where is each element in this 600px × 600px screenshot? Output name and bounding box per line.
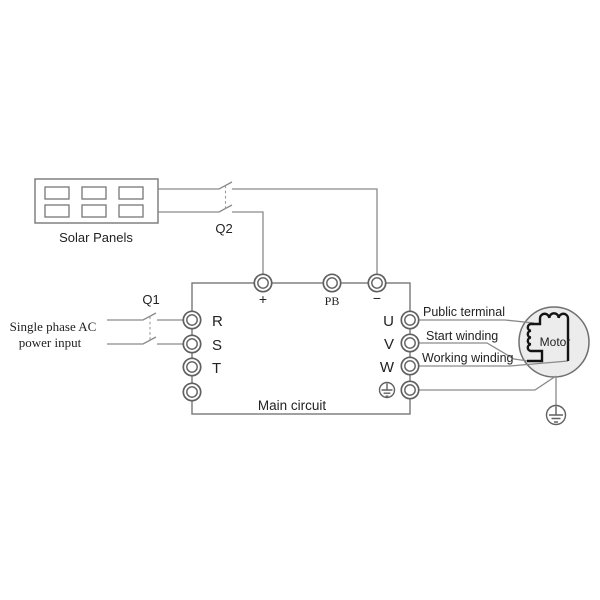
terminal-pb <box>322 273 342 293</box>
ground-wire <box>410 375 557 406</box>
start-winding-label: Start winding <box>426 329 498 343</box>
terminals <box>182 273 420 402</box>
v-label: V <box>384 336 394 353</box>
protective-earth-icon-motor <box>545 404 567 426</box>
motor-label: Motor <box>540 335 571 349</box>
terminal-minus <box>367 273 387 293</box>
r-label: R <box>212 313 223 330</box>
dc-wiring: Q2 <box>158 181 378 283</box>
dc-wire-to-minus-terminal <box>232 188 378 283</box>
solar-panel-array: Solar Panels <box>34 178 159 245</box>
terminal-u <box>400 310 420 330</box>
solar-cell <box>118 186 144 200</box>
solar-cell <box>44 204 70 218</box>
public-terminal-label: Public terminal <box>423 305 505 319</box>
terminal-v <box>400 333 420 353</box>
solar-cell <box>44 186 70 200</box>
working-winding-wire <box>410 360 569 367</box>
t-label: T <box>212 360 221 377</box>
u-label: U <box>383 313 394 330</box>
ac-input: Single phase AC power input Q1 <box>10 292 192 350</box>
pb-label: PB <box>325 294 340 308</box>
dc-wire-to-plus-terminal <box>232 211 264 283</box>
terminal-w <box>400 356 420 376</box>
public-terminal-wire <box>410 319 535 324</box>
s-label: S <box>212 337 222 354</box>
q1-label: Q1 <box>142 292 159 307</box>
solar-cell <box>118 204 144 218</box>
ac-input-line1: Single phase AC <box>10 319 97 334</box>
terminal-ground-right <box>400 380 420 400</box>
output-wiring <box>410 319 569 406</box>
protective-earth-icon-small <box>378 381 396 399</box>
terminal-s <box>182 334 202 354</box>
terminal-plus <box>253 273 273 293</box>
plus-label: + <box>259 291 267 307</box>
solar-cell <box>81 186 107 200</box>
solar-panel-frame <box>34 178 159 224</box>
output-labels: Public terminal Start winding Working wi… <box>422 305 514 365</box>
main-circuit-label: Main circuit <box>258 398 327 413</box>
ac-input-line2: power input <box>19 335 82 350</box>
dc-positive-wire-left <box>158 181 233 190</box>
terminal-labels: + PB − R S T U V W <box>212 290 395 377</box>
w-label: W <box>380 359 395 376</box>
terminal-r <box>182 310 202 330</box>
motor-winding-icon <box>526 312 570 363</box>
dc-negative-wire-left <box>158 204 233 213</box>
terminal-ground-left <box>182 382 202 402</box>
minus-label: − <box>373 290 381 306</box>
ac-wire-l2 <box>107 336 157 345</box>
working-winding-label: Working winding <box>422 351 514 365</box>
terminal-t <box>182 357 202 377</box>
ac-wire-l1 <box>107 312 157 321</box>
solar-panels-label: Solar Panels <box>59 230 133 245</box>
solar-cell <box>81 204 107 218</box>
q2-label: Q2 <box>215 221 232 236</box>
start-winding-wire <box>410 342 529 362</box>
